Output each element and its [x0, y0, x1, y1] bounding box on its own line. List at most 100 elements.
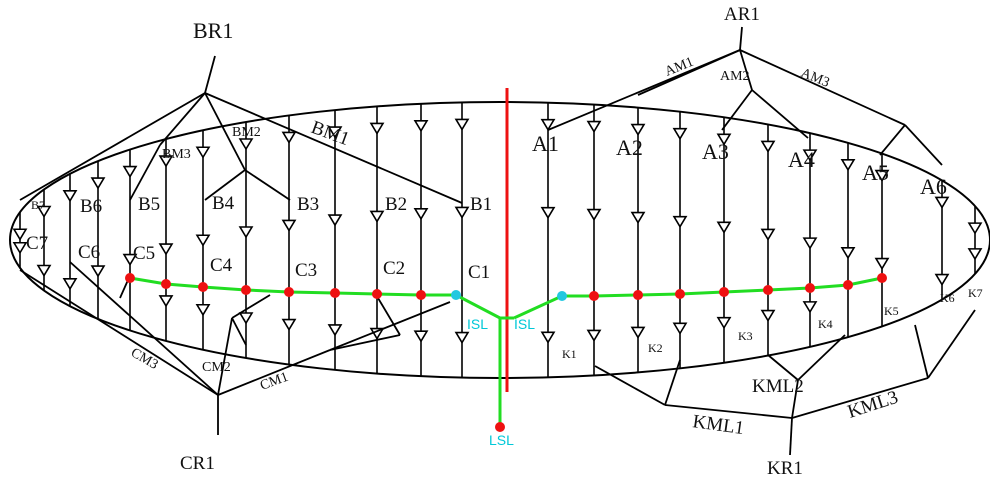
triangle-marker [586, 120, 602, 134]
node-dot-red [675, 289, 685, 299]
label-kml3: KML3 [845, 387, 901, 423]
triangle-marker [36, 205, 52, 219]
labels: BR1 BM1 BM2 BM3 B1 B2 B3 B4 B5 B6 B7 C1 … [26, 4, 983, 479]
label-c6: C6 [78, 242, 100, 263]
right-lower-tree [594, 309, 976, 456]
left-upper-tree [19, 55, 463, 204]
label-a6: A6 [920, 174, 947, 199]
triangle-marker [672, 127, 688, 141]
triangle-marker [90, 265, 106, 278]
label-b6: B6 [80, 196, 102, 217]
triangle-marker [413, 120, 429, 133]
triangle-marker [327, 214, 343, 227]
label-k4: K4 [818, 317, 833, 331]
triangle-marker [586, 329, 602, 342]
triangle-marker [630, 326, 646, 339]
label-b1: B1 [470, 194, 492, 215]
triangle-marker [413, 330, 429, 343]
label-kr1: KR1 [767, 458, 803, 479]
triangle-marker [540, 118, 556, 132]
triangle-marker [802, 237, 818, 250]
label-cm1: CM1 [258, 370, 290, 394]
triangle-marker [840, 159, 856, 172]
triangle-marker [90, 177, 106, 190]
triangle-marker [454, 206, 470, 219]
node-dot-cyan [557, 291, 567, 301]
triangle-marker [158, 155, 174, 168]
node-dot-red [284, 287, 294, 297]
triangle-marker [840, 247, 856, 260]
label-a1: A1 [532, 131, 559, 156]
label-a4: A4 [788, 147, 815, 172]
node-dot-cyan [451, 290, 461, 300]
label-kml2: KML2 [752, 376, 804, 397]
triangle-marker [540, 206, 556, 220]
triangle-marker [327, 126, 343, 139]
triangle-marker [454, 331, 470, 345]
triangle-marker [630, 211, 646, 225]
triangle-marker [540, 331, 556, 344]
triangle-marker [281, 318, 297, 332]
label-b2: B2 [385, 194, 407, 215]
label-cm3: CM3 [128, 345, 160, 372]
label-a5: A5 [862, 160, 889, 185]
label-c2: C2 [383, 258, 405, 279]
node-dot-red [719, 287, 729, 297]
triangle-marker [238, 312, 254, 325]
triangle-marker [327, 324, 343, 337]
triangle-marker [195, 146, 211, 159]
triangle-marker [802, 149, 818, 162]
triangle-marker [454, 118, 470, 131]
triangle-marker [158, 295, 174, 308]
label-bm3: BM3 [162, 147, 191, 162]
label-am2: AM2 [720, 69, 750, 84]
label-bm1: BM1 [308, 117, 352, 150]
label-a2: A2 [616, 135, 643, 160]
node-dot-red [416, 290, 426, 300]
label-bm2: BM2 [232, 125, 261, 140]
left-lower-tree [19, 261, 451, 435]
triangle-marker [195, 303, 211, 317]
triangle-marker [369, 210, 385, 223]
node-dot-red [372, 289, 382, 299]
green-paths [129, 276, 883, 427]
label-cm2: CM2 [202, 360, 231, 375]
label-b3: B3 [297, 194, 319, 215]
node-dot-red [125, 273, 135, 283]
label-b5: B5 [138, 194, 160, 215]
triangle-marker [934, 273, 950, 287]
triangle-marker [122, 165, 138, 179]
node-dot-red [589, 291, 599, 301]
triangle-marker [158, 243, 174, 256]
triangle-marker [413, 208, 429, 221]
label-b7: B7 [31, 198, 45, 212]
triangle-marker [12, 228, 28, 241]
node-dot-red [161, 279, 171, 289]
node-dot-red [877, 273, 887, 283]
label-a3: A3 [702, 139, 729, 164]
right-upper-tree [547, 26, 943, 166]
triangle-marker [672, 215, 688, 229]
triangle-marker [716, 133, 732, 146]
triangle-marker [369, 122, 385, 135]
node-dot-red [843, 280, 853, 290]
label-isl-right: ISL [514, 316, 535, 332]
triangle-marker [716, 221, 732, 234]
triangle-marker [238, 226, 254, 239]
label-cr1: CR1 [180, 453, 215, 474]
vertical-strokes [12, 102, 983, 378]
label-lsl: LSL [489, 432, 514, 448]
triangle-marker [760, 228, 776, 242]
node-dot-red [763, 285, 773, 295]
node-dot-red [330, 288, 340, 298]
triangle-marker [716, 316, 732, 330]
triangle-marker [238, 138, 254, 151]
triangle-marker [630, 123, 646, 137]
node-dot-red [805, 283, 815, 293]
label-k3: K3 [738, 329, 753, 343]
label-b4: B4 [212, 193, 235, 214]
label-ar1: AR1 [724, 4, 760, 25]
label-k7: K7 [968, 286, 983, 300]
triangle-marker [281, 219, 297, 233]
triangle-marker [12, 241, 28, 255]
